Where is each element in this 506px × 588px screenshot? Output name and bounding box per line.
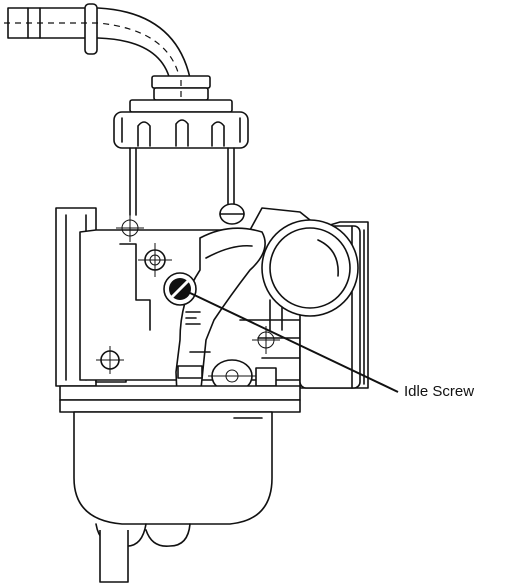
top-neck [151,75,211,101]
idle-screw-label: Idle Screw [404,383,474,400]
float-bowl [59,385,301,583]
mounting-points [96,214,280,393]
idle-screw-callout: Idle Screw [187,291,474,400]
intake-port [261,219,365,389]
idle-screw [163,272,197,306]
choke-lever [175,227,266,426]
vent-tube [4,3,209,83]
top-cap [113,99,249,149]
throttle-rods [129,147,245,225]
